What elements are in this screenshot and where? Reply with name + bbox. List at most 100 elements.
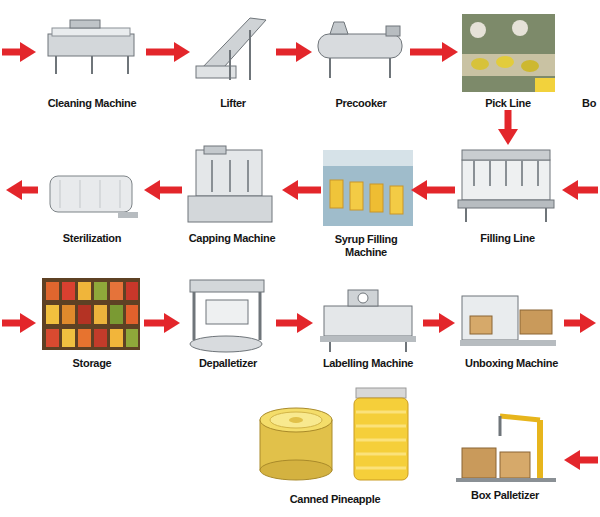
machine-leg (249, 30, 251, 80)
pineapple-slice (356, 453, 406, 456)
flow-arrow (276, 49, 296, 56)
jar (110, 282, 123, 300)
jar (78, 305, 91, 324)
incoming-arrow (2, 49, 20, 56)
lifter-art (196, 18, 266, 80)
jar (94, 282, 107, 300)
station-label: Sterilization (40, 232, 144, 245)
capping-machine-art (188, 146, 272, 222)
machine-leg (55, 56, 57, 74)
nozzle (473, 160, 475, 186)
jar (370, 184, 383, 212)
jar (126, 305, 138, 324)
washer-tank (48, 34, 134, 56)
ring-core (289, 417, 303, 423)
precooker: Precooker (312, 12, 410, 110)
canned-pineapple-art (260, 388, 408, 480)
panel-seam (80, 180, 81, 208)
jar (126, 329, 138, 347)
station-label: Pick Line (458, 97, 558, 110)
flow-arrow (146, 49, 174, 56)
station-label: Precooker (312, 97, 410, 110)
jar (62, 305, 75, 324)
washer-conveyor (52, 28, 130, 36)
capping-machine: Capping Machine (182, 145, 282, 245)
can-top (260, 408, 332, 432)
sterilization: Sterilization (40, 165, 144, 245)
jar (78, 329, 91, 347)
storage: Storage (40, 272, 144, 370)
pineapple (471, 58, 489, 70)
labelling-machine-art (320, 290, 416, 352)
syrup-filling-machine: Syrup Filling Machine (321, 145, 411, 259)
machine-frame (462, 296, 518, 340)
tunnel-body (50, 176, 132, 212)
jar (110, 329, 123, 347)
robot-gripper (499, 416, 502, 436)
panel-seam (120, 180, 121, 208)
box-palletizer-art (456, 416, 556, 482)
pineapple (521, 60, 539, 72)
spindle (211, 160, 213, 192)
jar (110, 305, 123, 324)
accumulation-table (190, 336, 262, 352)
jar (330, 180, 343, 208)
robot-arm (500, 416, 540, 420)
nozzle (489, 160, 491, 186)
station-label: Lifter (190, 97, 276, 110)
conveyor (458, 200, 554, 208)
precooker-art (318, 22, 402, 78)
outfeed (118, 212, 138, 218)
worker (470, 22, 486, 38)
machine-leg (329, 342, 331, 352)
layer-gripper (206, 300, 248, 324)
connector-group (144, 52, 508, 323)
jar (62, 282, 75, 300)
storage-photo (42, 278, 140, 350)
jar (46, 329, 59, 347)
machine-leg (329, 58, 331, 78)
gantry (190, 280, 264, 292)
station-label: Storage (40, 357, 144, 370)
flow-arrow (423, 320, 439, 327)
nozzle (505, 160, 507, 186)
incoming-arrow (580, 457, 598, 464)
spray-bar (70, 20, 100, 28)
machine-leg (545, 208, 547, 222)
pineapple-slice (356, 467, 406, 470)
nozzle (521, 160, 523, 186)
pineapple-slice (356, 425, 406, 428)
filler-frame (462, 160, 550, 200)
photo-background (462, 14, 555, 92)
column (259, 292, 262, 340)
shelf (42, 278, 140, 350)
cooker-drum (318, 34, 402, 58)
panel-seam (100, 180, 101, 208)
syrup-pipes (323, 150, 413, 166)
unboxing-machine: Unboxing Machine (455, 272, 568, 370)
carton (520, 310, 552, 334)
photo-background (323, 150, 413, 226)
pineapple-ring (270, 412, 322, 428)
label-head (348, 290, 378, 306)
cooker-hopper (330, 22, 348, 34)
station-label: Syrup Filling Machine (321, 233, 411, 259)
outgoing-arrow (564, 320, 580, 327)
carton-stack (500, 452, 530, 478)
pallet (456, 478, 556, 482)
station-label: Unboxing Machine (455, 357, 568, 370)
depalletizer-art (190, 280, 264, 352)
panel-seam (60, 180, 61, 208)
jar-body (354, 398, 408, 480)
machine-leg (127, 56, 129, 74)
machine-leg (91, 56, 93, 74)
filling-line-art (458, 150, 554, 222)
flow-arrow (427, 187, 455, 194)
pineapple (496, 56, 514, 68)
flow-arrow (144, 320, 164, 327)
station-label: Filling Line (455, 232, 560, 245)
machine-leg (465, 208, 467, 222)
